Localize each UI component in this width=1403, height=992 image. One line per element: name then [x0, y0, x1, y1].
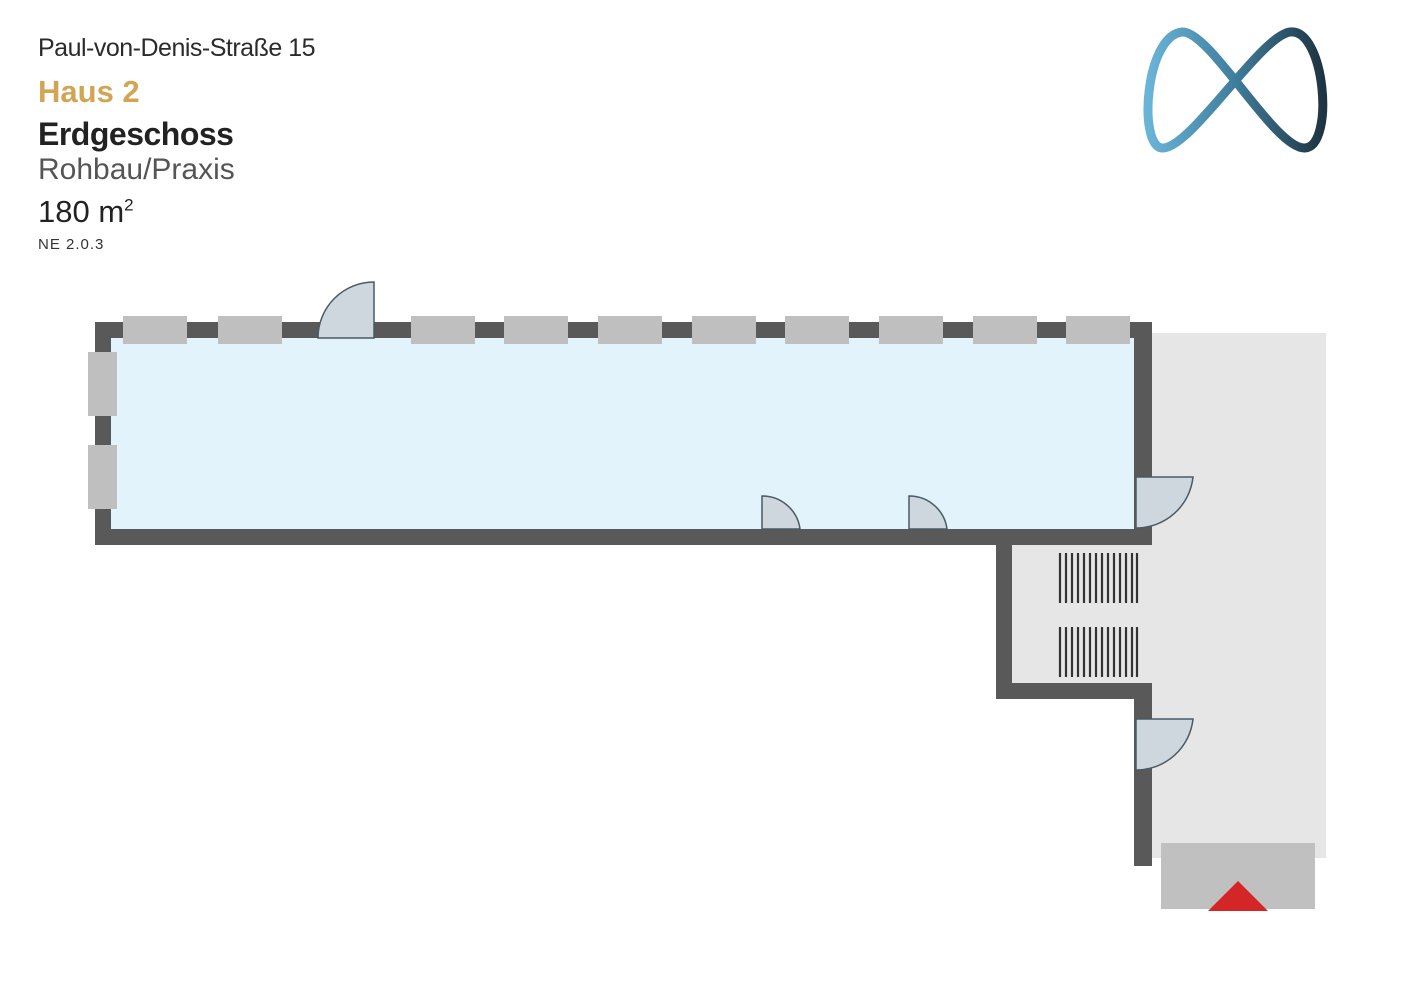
door-east-1	[1135, 476, 1194, 529]
doors	[317, 281, 1194, 771]
door-inner-1	[761, 495, 801, 530]
address-text: Paul-von-Denis-Straße 15	[38, 34, 316, 62]
door-inner-2	[908, 495, 948, 530]
corridor-area	[1144, 333, 1326, 858]
windows	[88, 316, 1130, 509]
usage-text: Rohbau/Praxis	[38, 153, 235, 186]
infinity-loops-logo-icon	[1143, 27, 1328, 153]
house-label: Haus 2	[38, 74, 140, 109]
entrance-arrow-icon	[1208, 881, 1268, 911]
staircase-upper	[1058, 553, 1139, 603]
staircase-lower	[1058, 627, 1139, 677]
area-value: 180 m	[38, 194, 125, 229]
door-east-2	[1135, 718, 1194, 771]
door-north	[317, 281, 375, 339]
area-superscript: 2	[124, 195, 134, 215]
area-text: 180 m2	[38, 194, 134, 230]
unit-code: NE 2.0.3	[38, 236, 105, 253]
main-room	[108, 336, 1138, 531]
floor-title: Erdgeschoss	[38, 116, 234, 152]
